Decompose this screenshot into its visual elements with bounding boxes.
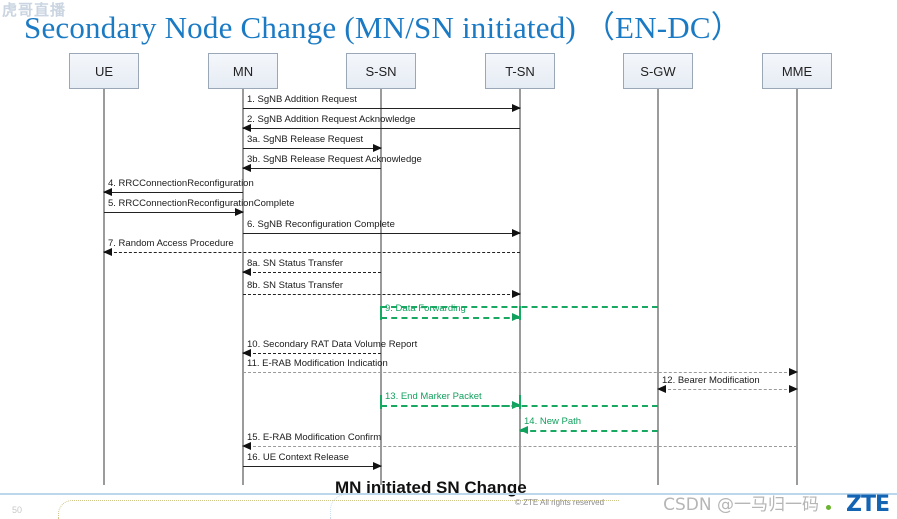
arrowhead-right-icon [373,144,382,152]
page-number: 50 [12,505,23,515]
green-connector-endmarker-top [380,395,382,409]
green-connector-tsn-top [519,306,521,320]
actor-box-mn: MN [208,53,278,89]
arrowhead-left-icon [103,248,112,256]
actor-label: MN [232,63,254,79]
arrowhead-right-icon [373,462,382,470]
csdn-watermark: CSDN @一马归一码 [663,495,819,515]
message-label: 15. E-RAB Modification Confirm [247,432,382,443]
actor-box-ssn: S-SN [346,53,416,89]
message-label: 12. Bearer Modification [662,375,760,386]
message-label: 2. SgNB Addition Request Acknowledge [247,114,416,125]
message-label: 13. End Marker Packet [385,391,482,402]
footer-decoration-blue [330,494,641,519]
lifeline-mme [796,89,798,485]
message-line [243,372,797,373]
actor-label: T-SN [505,63,535,79]
message-line [243,108,520,109]
lifeline-mn [242,89,244,485]
arrowhead-right-icon [512,229,521,237]
message-line [104,212,243,213]
message-label: 3b. SgNB Release Request Acknowledge [247,154,422,165]
arrowhead-right-icon [235,208,244,216]
message-label: 3a. SgNB Release Request [247,134,364,145]
message-label: 8b. SN Status Transfer [247,280,344,291]
arrowhead-right-icon [512,290,521,298]
zte-logo: ZTE [846,492,890,517]
message-line [243,466,381,467]
message-line [243,353,381,354]
message-label: 1. SgNB Addition Request [247,94,357,105]
diagram-caption: MN initiated SN Change [335,478,527,497]
message-label: 4. RRCConnectionReconfiguration [108,178,254,189]
lifeline-sgw [657,89,659,485]
message-line [104,192,243,193]
message-line [243,233,520,234]
message-label: 10. Secondary RAT Data Volume Report [247,339,418,350]
green-connector-forwarding-top [380,306,382,320]
actor-label: S-GW [640,63,676,79]
lifeline-ue [103,89,105,485]
arrowhead-left-icon [657,385,666,393]
arrowhead-left-icon [519,426,528,434]
message-label: 6. SgNB Reconfiguration Complete [247,219,395,230]
actor-box-sgw: S-GW [623,53,693,89]
actor-label: MME [781,63,813,79]
arrowhead-left-icon [242,124,251,132]
green-preleg-endmarker [381,405,658,407]
arrowhead-right-icon [512,313,521,321]
watermark-top-left: 虎哥直播 [2,1,67,19]
footer-copyright: © ZTE All rights reserved [515,498,605,507]
green-connector-tsn-mid [519,395,521,409]
lifeline-tsn [519,89,521,485]
message-label: 7. Random Access Procedure [108,238,234,249]
message-line [243,148,381,149]
message-line [243,294,520,295]
arrowhead-left-icon [242,349,251,357]
message-label: 14. New Path [524,416,582,427]
arrowhead-left-icon [242,442,251,450]
arrowhead-right-icon [789,385,798,393]
arrowhead-left-icon [242,164,251,172]
green-preleg-forwarding [381,306,658,308]
message-line [243,272,381,273]
message-line [381,317,520,319]
lifeline-ssn [380,89,382,485]
message-line [243,446,797,447]
actor-label: UE [94,63,114,79]
message-label: 16. UE Context Release [247,452,349,463]
message-line [243,168,381,169]
brand-dot-icon [826,505,831,510]
actor-box-mme: MME [762,53,832,89]
actor-box-ue: UE [69,53,139,89]
arrowhead-right-icon [512,104,521,112]
actor-box-tsn: T-SN [485,53,555,89]
message-line [658,389,797,390]
message-line [243,128,520,129]
message-label: 9. Data Forwarding [385,303,466,314]
message-line [104,252,520,253]
actor-label: S-SN [365,63,397,79]
arrowhead-left-icon [242,268,251,276]
message-line [520,430,658,432]
page-title: Secondary Node Change (MN/SN initiated) … [24,10,742,45]
arrowhead-left-icon [103,188,112,196]
arrowhead-right-icon [789,368,798,376]
message-label: 11. E-RAB Modification Indication [247,358,388,369]
message-label: 8a. SN Status Transfer [247,258,344,269]
message-label: 5. RRCConnectionReconfigurationComplete [108,198,295,209]
